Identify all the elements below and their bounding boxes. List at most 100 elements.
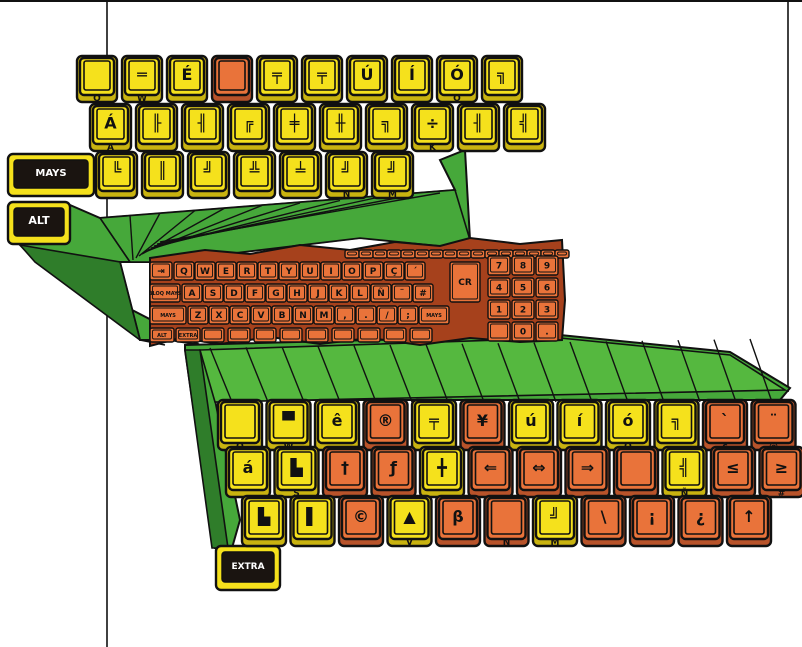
extra-row2-key: ≥# (760, 447, 802, 499)
alt-row2-key: ╣ (504, 104, 545, 151)
main-row3-key: , (335, 306, 355, 324)
main-key-label: G (272, 289, 279, 299)
numpad-key: 2 (512, 300, 534, 319)
alt-row3-key: ║ (142, 152, 183, 198)
extra-row2-key: á (226, 447, 270, 497)
key-symbol: ╪ (289, 113, 300, 133)
main-key-label: 1 (496, 306, 502, 316)
main-row3-key: MAYS (150, 306, 186, 324)
key-symbol: ¥ (477, 411, 488, 430)
modifier-label: ALT (28, 214, 50, 227)
key-symbol: ⇔ (532, 458, 545, 477)
extra-row1-key: óO (606, 400, 650, 452)
alt-row3-key: ╧ (280, 152, 321, 198)
numpad-key: 9 (536, 256, 558, 275)
main-key-label: MAYS (160, 313, 176, 319)
main-key-label: 6 (544, 284, 550, 294)
modifier-label: EXTRA (231, 562, 264, 572)
main-row2-key: S (203, 284, 223, 302)
extra-row1-key: ® (364, 400, 408, 450)
extra-row1-key: ¨@ (752, 400, 796, 452)
main-row4-key (410, 328, 432, 342)
extra-row1-key: Q (218, 400, 262, 452)
key-symbol: ▌ (305, 506, 318, 526)
main-row2-key: BLOQ MAYS (149, 284, 182, 302)
main-key-label: Y (285, 267, 293, 277)
key-symbol: Ó (450, 65, 464, 84)
key-symbol: ╣ (519, 113, 530, 133)
main-top-key (457, 250, 471, 258)
main-row3-key: V (251, 306, 271, 324)
main-key-label: 4 (496, 284, 502, 294)
main-top-key (345, 250, 359, 258)
key-symbol: ╝ (203, 161, 214, 180)
main-key-label: BLOQ MAYS (149, 291, 182, 297)
key-symbol: © (353, 507, 369, 526)
main-key-label: 7 (496, 262, 502, 272)
numpad-key: 4 (488, 278, 510, 297)
main-key-label: O (348, 267, 356, 277)
extra-row2-key: ▙S (275, 447, 319, 499)
extra-row3-key: ╝M (533, 496, 577, 548)
main-key-label: 2 (520, 306, 526, 316)
key-legend: K (429, 143, 437, 153)
main-row4-key (358, 328, 380, 342)
main-row4-key (280, 328, 302, 342)
key-symbol: ® (378, 411, 394, 430)
main-key-label: 5 (520, 284, 526, 294)
keycap-top (221, 402, 259, 443)
extra-row2-key: ╋ (420, 447, 464, 497)
extra-row1-key: ê (315, 400, 359, 450)
extra-row2-key: ≤ (711, 447, 755, 497)
main-top-key (401, 250, 415, 258)
keycap-top (617, 449, 655, 490)
main-key-label: F (252, 289, 258, 299)
key-symbol: ╣ (679, 457, 690, 477)
main-key-label: W (200, 267, 210, 277)
main-key-label: V (258, 311, 265, 321)
alt-row3-key: ╩ (234, 152, 275, 198)
main-row2-key: L (350, 284, 370, 302)
key-symbol: ╗ (496, 65, 507, 84)
main-key-label: X (216, 311, 223, 321)
main-top-key (373, 250, 387, 258)
main-key-label: 8 (520, 262, 526, 272)
key-symbol: ╤ (271, 65, 282, 84)
main-key-label: L (357, 289, 363, 299)
key-legend: N (343, 190, 351, 200)
alt-row2-key: ╢ (182, 104, 223, 151)
mays-key: MAYS (8, 154, 94, 196)
main-key-label: P (370, 267, 377, 277)
extra-row2-key: ⇒ (566, 447, 610, 497)
alt-row2-key: ÷K (412, 104, 453, 153)
key-legend: O (453, 94, 461, 104)
key-symbol: ╝ (341, 161, 352, 180)
main-key-label: Ñ (377, 288, 385, 299)
main-key-label: Q (180, 267, 188, 277)
main-key-label: ALT (157, 333, 167, 339)
main-top-key (415, 250, 429, 258)
key-symbol: ¨ (770, 411, 778, 430)
key-legend: W (137, 94, 147, 104)
alt-row2-key: ╪ (274, 104, 315, 151)
main-row4-key (384, 328, 406, 342)
extra-row1-key: ú (509, 400, 553, 450)
key-symbol: ╗ (381, 114, 392, 133)
key-symbol: ≥ (775, 458, 788, 477)
key-legend: V (406, 538, 413, 548)
alt-row2-key: ÁA (90, 104, 131, 153)
extra-layer-keys: Q▀Wê®╤¥úíóO╗`ç¨@á▙S†ƒ╋⇐⇔⇒╣Ñ≤≥#▙▌©▲VβN╝M\… (218, 400, 802, 548)
key-symbol: ▙ (257, 507, 271, 526)
extra-row3-key: \ (582, 496, 626, 546)
key-legend: M (388, 190, 397, 200)
key-symbol: ≤ (726, 458, 739, 477)
main-top-key (429, 250, 443, 258)
key-symbol: \ (601, 507, 607, 526)
main-row3-key: MAYS (419, 306, 449, 324)
extra-row1-key: `ç (703, 400, 747, 452)
key-symbol: ÷ (426, 114, 439, 133)
extra-row3-key: ▙ (242, 496, 286, 546)
extra-row3-key: ¡ (630, 496, 674, 546)
key-symbol: ⇒ (581, 458, 594, 477)
